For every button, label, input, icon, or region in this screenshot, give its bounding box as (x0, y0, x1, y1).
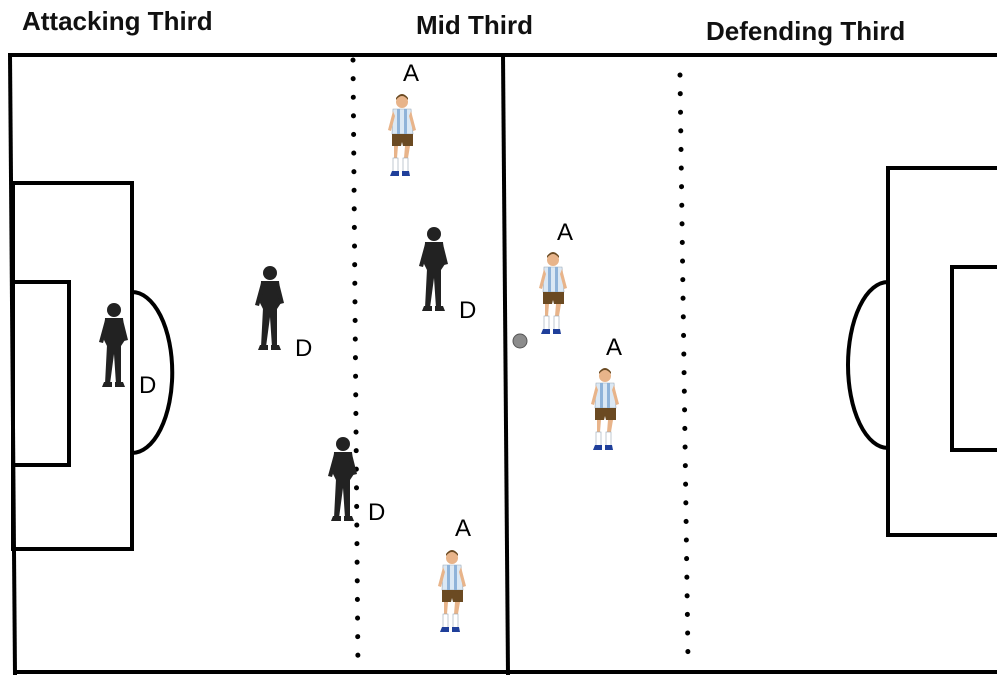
third-divider-right (677, 72, 691, 663)
attacker-labels: A A A A (403, 60, 622, 542)
attacker-player-icon (437, 549, 467, 633)
attacker-player-icon (387, 93, 417, 177)
defender-label: D (368, 499, 385, 526)
defender-player-icon (99, 303, 128, 387)
penalty-arc-left (131, 290, 175, 455)
penalty-box-left (11, 181, 134, 551)
defender-labels: D D D D (139, 297, 476, 526)
attacking-third-title: Attacking Third (22, 6, 213, 36)
halfway-line (501, 54, 510, 675)
goal-box-left (11, 280, 71, 467)
ball-icon (512, 333, 528, 349)
penalty-arc-right (846, 280, 889, 450)
defender-player-icon (255, 266, 284, 350)
defender-player-icon (419, 227, 448, 311)
attacker-label: A (557, 219, 573, 246)
attacker-label: A (403, 60, 419, 87)
third-divider-left (350, 57, 361, 675)
goal-box-right (950, 265, 997, 452)
defender-player-icon (328, 437, 357, 521)
defending-third-title: Defending Third (706, 16, 906, 46)
mid-third-title: Mid Third (416, 10, 533, 40)
attacker-label: A (455, 515, 471, 542)
defender-label: D (139, 372, 156, 399)
pitch-markings (8, 53, 997, 675)
defender-label: D (459, 297, 476, 324)
defender-label: D (295, 335, 312, 362)
penalty-box-right (886, 166, 997, 537)
attacker-player-icon (538, 251, 568, 335)
attacker-player-icon (590, 367, 620, 451)
attacker-label: A (606, 334, 622, 361)
players (99, 93, 620, 633)
